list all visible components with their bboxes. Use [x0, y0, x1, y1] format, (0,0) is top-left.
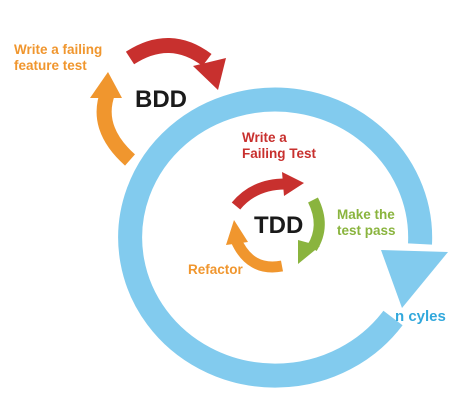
- bdd-orange-arrow: [96, 89, 136, 166]
- tdd-red-arrowhead: [282, 172, 304, 196]
- tdd-step2-line2: test pass: [337, 223, 396, 238]
- bdd-orange-arrowhead: [90, 72, 122, 98]
- tdd-step3-label: Refactor: [188, 262, 243, 277]
- bdd-red-arrowhead: [193, 58, 226, 90]
- bdd-red-arrow: [125, 38, 212, 67]
- tdd-orange-arrowhead: [226, 220, 248, 245]
- tdd-orange-arrow: [230, 237, 284, 273]
- tdd-title: TDD: [254, 212, 304, 239]
- bdd-step-line2: feature test: [14, 58, 87, 73]
- tdd-green-arrow: [307, 197, 325, 251]
- bdd-title: BDD: [135, 86, 187, 113]
- cycles-label: n cyles: [395, 308, 446, 325]
- tdd-step1-label: Write a Failing Test: [242, 130, 316, 162]
- tdd-step1-line2: Failing Test: [242, 146, 317, 161]
- bdd-step-line1: Write a failing: [14, 42, 103, 57]
- tdd-red-arrow: [231, 178, 289, 210]
- tdd-green-arrowhead: [298, 240, 320, 264]
- tdd-step2-label: Make the test pass: [337, 207, 396, 239]
- outer-cycle-arrow: [118, 87, 433, 388]
- tdd-step2-line1: Make the: [337, 207, 395, 222]
- tdd-step1-line1: Write a: [242, 130, 287, 145]
- outer-cycle-arrowhead: [381, 250, 448, 308]
- bdd-step-label: Write a failing feature test: [14, 42, 102, 74]
